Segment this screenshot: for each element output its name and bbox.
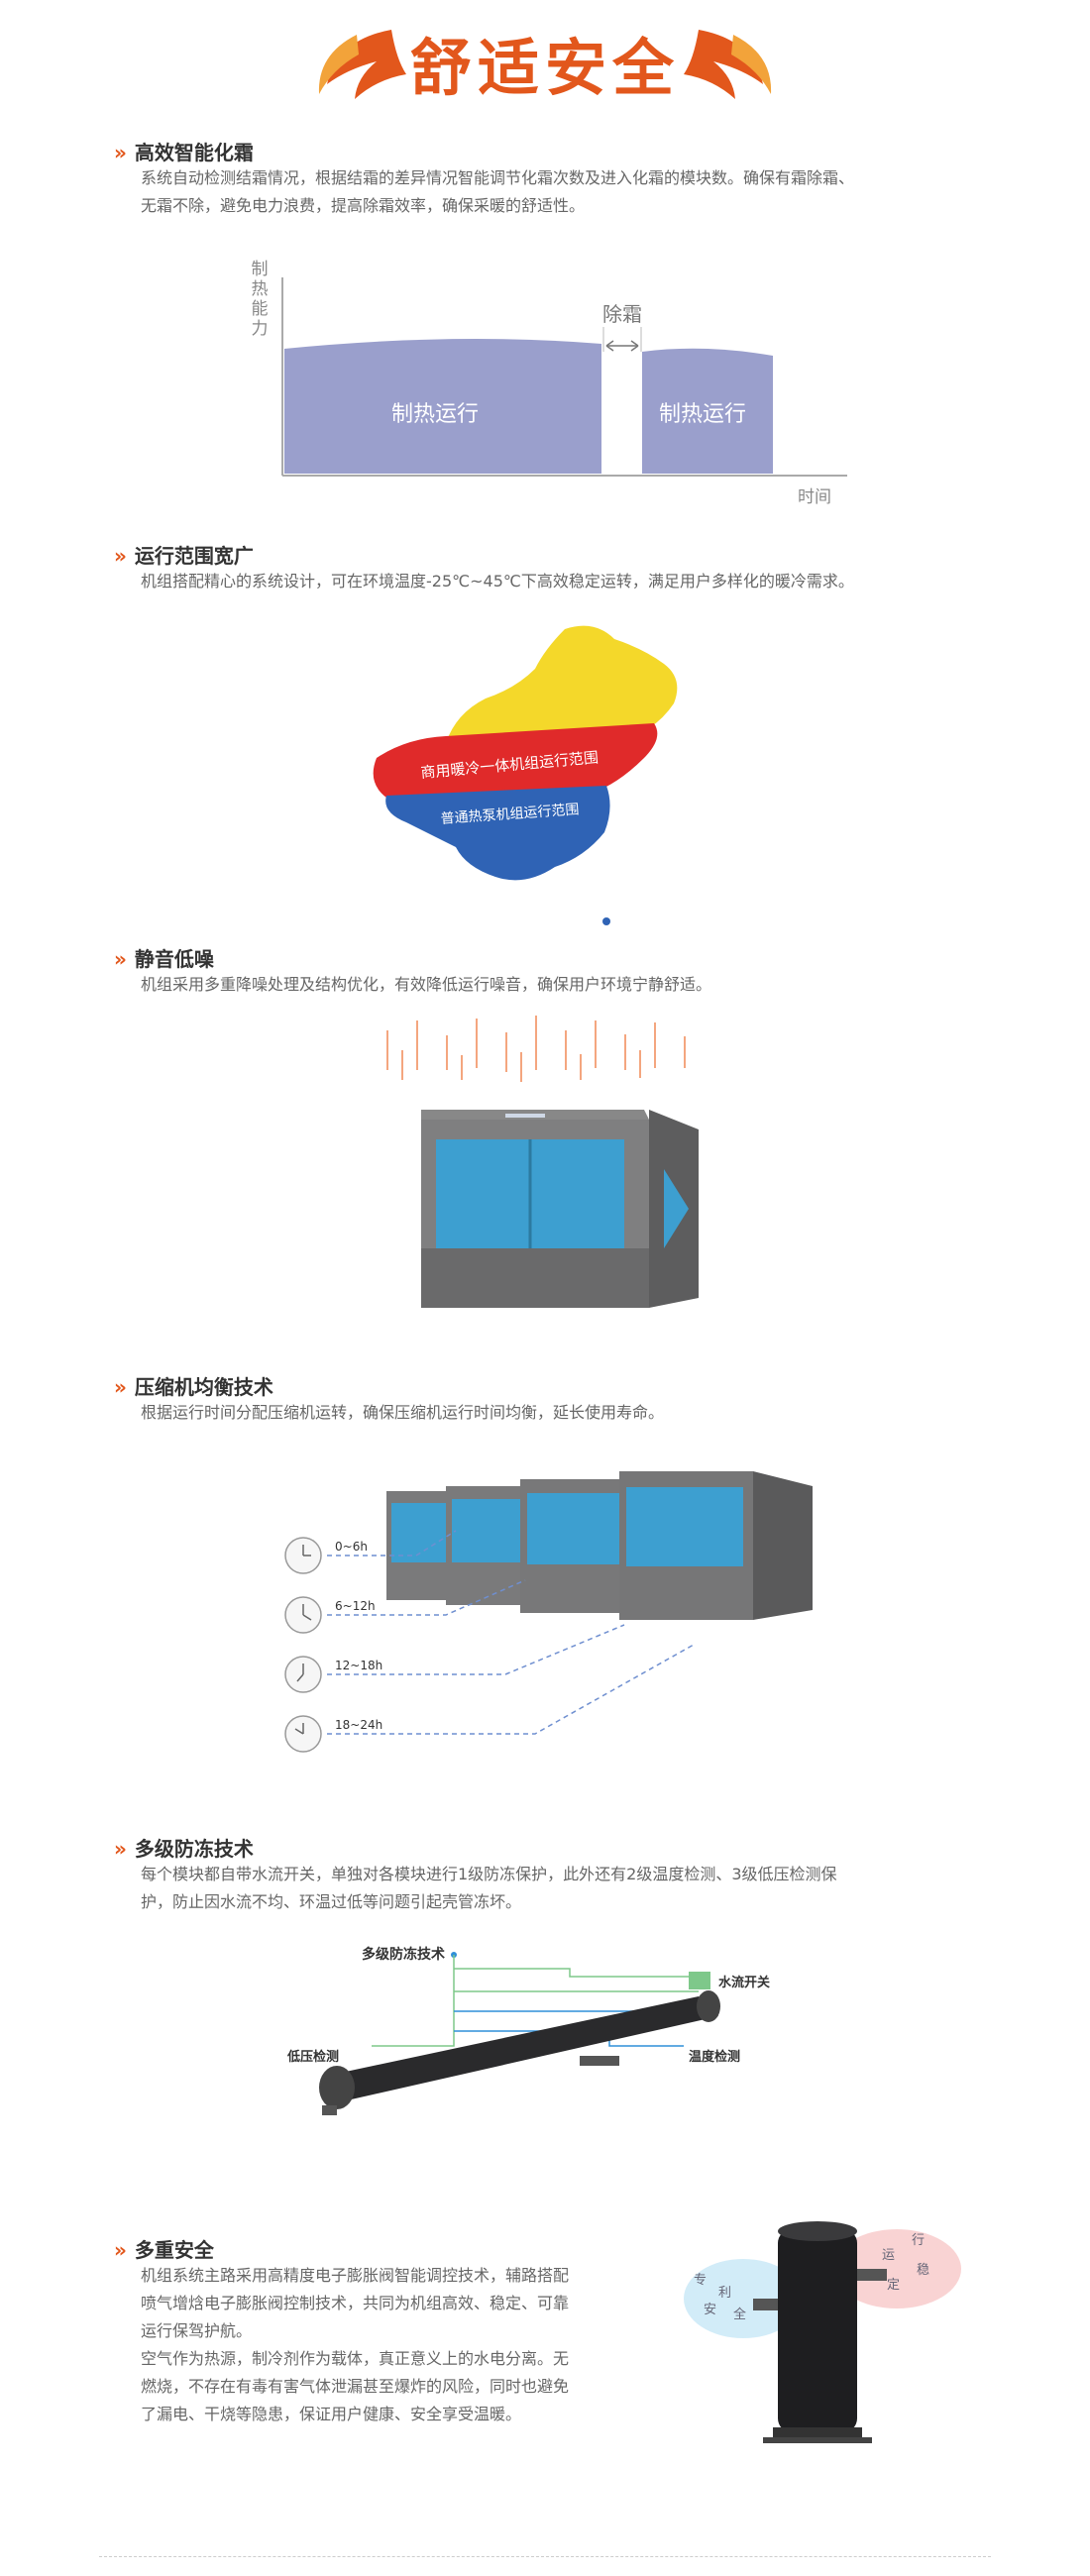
defrost-label: 除霜	[602, 302, 642, 326]
unit-row	[386, 1471, 813, 1620]
double-chevron-icon: »	[114, 544, 127, 568]
clock-icon	[284, 1537, 322, 1753]
floating-words-left: 专 利 安 全	[694, 2273, 746, 2322]
timer-label: 6~12h	[335, 1599, 376, 1613]
heating-label-2: 制热运行	[659, 402, 746, 427]
x-axis-label: 时间	[798, 487, 831, 507]
header-banner: 舒适安全	[0, 0, 1090, 119]
heating-area-2	[642, 348, 773, 474]
svg-text:运: 运	[882, 2248, 895, 2263]
double-chevron-icon: »	[114, 947, 127, 971]
svg-text:制: 制	[252, 260, 269, 279]
section-title-compressor: »压缩机均衡技术	[114, 1375, 273, 1399]
map-red-region	[373, 723, 658, 798]
section-title-quiet: »静音低噪	[114, 947, 214, 971]
svg-text:稳: 稳	[917, 2262, 929, 2278]
section-title-safety: »多重安全	[114, 2238, 214, 2262]
svg-text:定: 定	[887, 2278, 900, 2293]
low-pressure-label: 低压检测	[286, 2049, 339, 2065]
map-yellow-region	[446, 625, 678, 743]
compressor-balance-illustration: 0~6h 6~12h 12~18h 18~24h	[284, 1471, 813, 1753]
svg-text:行: 行	[912, 2233, 925, 2248]
svg-text:能: 能	[252, 299, 269, 319]
section-title-defrost: »高效智能化霜	[114, 141, 254, 164]
quiet-unit-illustration	[386, 1016, 699, 1308]
map-blue-region	[385, 786, 610, 881]
y-axis-label: 制 热 能 力	[252, 260, 269, 339]
antifreeze-diagram: 多级防冻技术 水流开关 温度检测 低压检测	[286, 1946, 770, 2115]
water-switch-label: 水流开关	[718, 1975, 770, 1990]
svg-text:全: 全	[733, 2307, 746, 2322]
section-text-quiet: 机组采用多重降噪处理及结构优化，有效降低运行噪音，确保用户环境宁静舒适。	[141, 975, 712, 994]
section-text-compressor: 根据运行时间分配压缩机运转，确保压缩机运行时间均衡，延长使用寿命。	[141, 1403, 665, 1422]
antifreeze-diagram-title: 多级防冻技术	[362, 1946, 445, 1963]
timer-label: 12~18h	[335, 1659, 382, 1672]
double-chevron-icon: »	[114, 1837, 127, 1861]
banner-wings-icon	[318, 30, 772, 99]
timer-label: 18~24h	[335, 1718, 382, 1732]
china-map-illustration: 商用暖冷一体机组运行范围 普通热泵机组运行范围	[373, 625, 678, 925]
section-title-range: »运行范围宽广	[114, 544, 254, 568]
svg-text:利: 利	[718, 2286, 731, 2301]
heating-area-1	[284, 339, 601, 474]
section-text-range: 机组搭配精心的系统设计，可在环境温度-25℃~45℃下高效稳定运转，满足用户多样…	[141, 572, 854, 590]
svg-text:热: 热	[252, 279, 269, 299]
double-chevron-icon: »	[114, 1375, 127, 1399]
temp-detect-label: 温度检测	[689, 2049, 740, 2065]
defrost-chart: 制 热 能 力 制热运行 制热运行 除霜 时间	[252, 260, 847, 507]
section-text-antifreeze: 每个模块都自带水流开关，单独对各模块进行1级防冻保护，此外还有2级温度检测、3级…	[141, 1865, 837, 1911]
compressor-safety-illustration: 专 利 安 全 行 运 稳 定	[684, 2221, 961, 2443]
svg-text:力: 力	[252, 319, 269, 339]
page-title: 舒适安全	[409, 32, 680, 104]
timer-label: 0~6h	[335, 1540, 368, 1554]
section-text-safety: 机组系统主路采用高精度电子膨胀阀智能调控技术，辅路搭配 喷气增焓电子膨胀阀控制技…	[141, 2266, 570, 2423]
heating-label-1: 制热运行	[391, 402, 479, 427]
double-chevron-icon: »	[114, 2238, 127, 2262]
double-chevron-icon: »	[114, 141, 127, 164]
svg-text:安: 安	[704, 2303, 716, 2317]
bottom-divider	[99, 2556, 991, 2557]
svg-text:专: 专	[694, 2273, 707, 2288]
section-title-antifreeze: »多级防冻技术	[114, 1837, 254, 1861]
section-text-defrost: 系统自动检测结霜情况，根据结霜的差异情况智能调节化霜次数及进入化霜的模块数。确保…	[141, 168, 855, 215]
floating-words-right: 行 运 稳 定	[882, 2233, 929, 2293]
sound-arrows-icon	[386, 1016, 686, 1082]
